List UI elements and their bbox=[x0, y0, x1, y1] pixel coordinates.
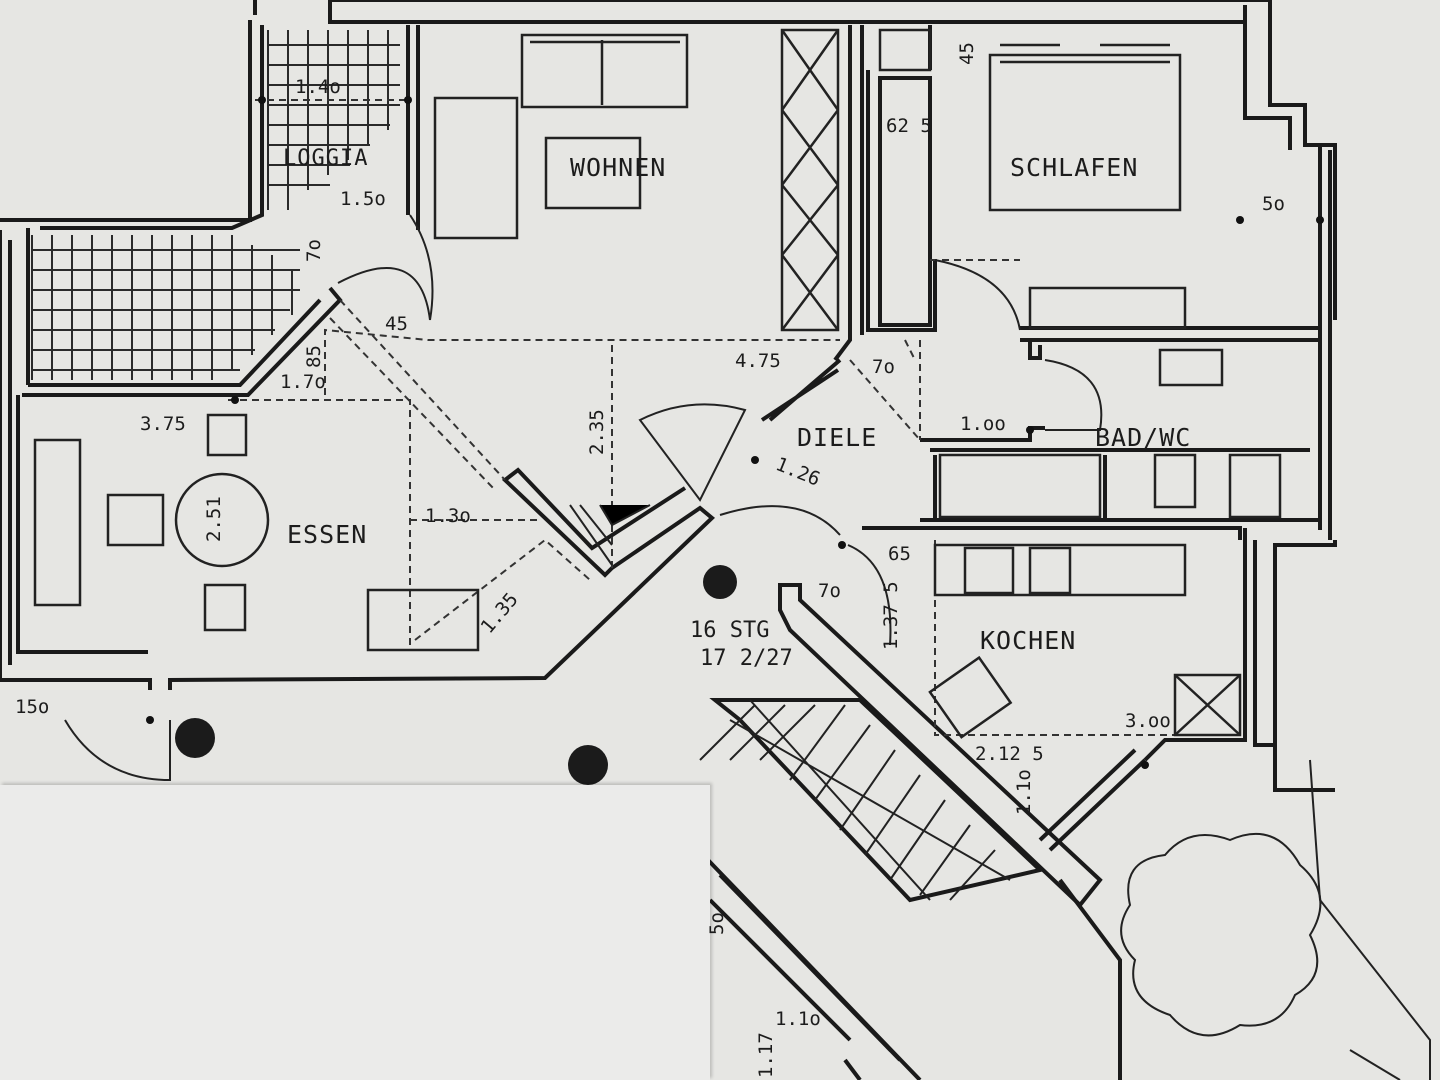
dim-living-235: 2.35 bbox=[586, 409, 608, 455]
dining-bench bbox=[33, 438, 82, 607]
kitchen-counter bbox=[933, 543, 1187, 597]
exterior-wall-left bbox=[0, 230, 152, 690]
room-label-loggia: LOGGIA bbox=[283, 146, 369, 171]
dim-bed-45: 45 bbox=[956, 42, 978, 65]
guide-lines bbox=[228, 99, 1240, 736]
coffee-table bbox=[544, 136, 642, 210]
wall-bedroom bbox=[866, 70, 937, 332]
kitchen-door-swing bbox=[847, 544, 892, 646]
exterior-wall-right-top bbox=[1268, 0, 1337, 320]
sofa bbox=[520, 33, 689, 109]
stair-core bbox=[778, 583, 1103, 908]
washbasin bbox=[1158, 348, 1224, 387]
loggia-wall-left bbox=[0, 0, 257, 222]
dim-essen-width: 3.75 bbox=[140, 413, 186, 435]
bed bbox=[988, 53, 1182, 212]
dimension-ticks bbox=[146, 96, 1324, 769]
overlay-paper-sheet bbox=[0, 785, 710, 1080]
column-1 bbox=[703, 565, 737, 599]
room-label-wohnen: WOHNEN bbox=[570, 153, 667, 182]
dim-stair-50: 5o bbox=[706, 912, 728, 935]
tree-symbol bbox=[1120, 759, 1431, 1080]
wardrobe-living bbox=[780, 28, 840, 332]
dim-entry-150: 15o bbox=[15, 696, 50, 718]
dim-door-45: 45 bbox=[385, 313, 408, 335]
kitchen-table bbox=[928, 655, 1013, 739]
dim-stair-110: 1.1o bbox=[775, 1008, 821, 1030]
room-label-schlafen: SCHLAFEN bbox=[1010, 153, 1139, 182]
furniture bbox=[33, 28, 1282, 739]
shower bbox=[1228, 453, 1282, 519]
dim-living-475: 4.75 bbox=[735, 350, 781, 372]
dim-essen-130: 1.3o bbox=[425, 505, 471, 527]
stair-treads bbox=[569, 504, 1011, 901]
loggia-door-swing bbox=[337, 267, 431, 321]
bedroom-door-swing bbox=[934, 259, 1021, 331]
wardrobe-bed bbox=[1028, 286, 1187, 330]
sideboard bbox=[366, 588, 480, 652]
dim-diele-70: 7o bbox=[872, 356, 895, 378]
dim-kitchen-300: 3.oo bbox=[1125, 710, 1171, 732]
room-label-diele: DIELE bbox=[797, 423, 878, 452]
stair-ratio: 17 2/27 bbox=[700, 646, 793, 671]
stove bbox=[963, 546, 1015, 595]
dim-stair-117: 1.17 bbox=[755, 1032, 777, 1078]
sink bbox=[1028, 546, 1072, 595]
dim-kitchen-110: 1.1o bbox=[1013, 769, 1035, 815]
dresser bbox=[878, 28, 932, 72]
column-3 bbox=[568, 745, 608, 785]
dim-essen-170: 1.7o bbox=[280, 371, 326, 393]
dim-loggia-depth: 1.5o bbox=[340, 188, 386, 210]
dim-loggia-width: 1.4o bbox=[295, 76, 341, 98]
loggia-tiles bbox=[31, 30, 400, 380]
entry-door-swing bbox=[719, 505, 841, 536]
diele-door-swing bbox=[638, 403, 747, 502]
loggia-wall-right bbox=[406, 25, 420, 230]
room-label-essen: ESSEN bbox=[287, 520, 368, 549]
stair-step-count: 16 STG bbox=[690, 618, 770, 643]
chair-2 bbox=[106, 493, 165, 547]
bathtub bbox=[938, 453, 1102, 519]
exterior-wall-top bbox=[328, 0, 1270, 24]
column-2 bbox=[175, 718, 215, 758]
fridge bbox=[1173, 673, 1242, 737]
room-label-bad-wc: BAD/WC bbox=[1095, 423, 1192, 452]
door-swings bbox=[64, 214, 1103, 782]
room-label-kochen: KOCHEN bbox=[980, 626, 1077, 655]
dim-kitchen-2125: 2.12 5 bbox=[975, 743, 1044, 765]
wall-living-bedroom bbox=[833, 25, 864, 362]
dim-bad-100: 1.oo bbox=[960, 413, 1006, 435]
dim-kitchen-1375: 1.37 5 bbox=[880, 581, 902, 650]
dining-table bbox=[174, 472, 270, 568]
main-door-swing bbox=[64, 719, 171, 782]
toilet bbox=[1153, 453, 1197, 509]
dim-loggia-wall: 7o bbox=[303, 239, 325, 262]
dim-kitchen-65: 65 bbox=[888, 543, 911, 565]
chair-3 bbox=[203, 583, 247, 632]
dim-bed-625: 62 5 bbox=[886, 115, 932, 137]
columns bbox=[175, 565, 737, 785]
dim-essen-diameter: 2.51 bbox=[203, 496, 225, 542]
dim-bed-50: 5o bbox=[1262, 193, 1285, 215]
dim-essen-85: 85 bbox=[303, 345, 325, 368]
armchair bbox=[433, 96, 519, 240]
chair-1 bbox=[206, 413, 248, 457]
bath-door-swing bbox=[1044, 359, 1103, 431]
dim-kitchen-70: 7o bbox=[818, 580, 841, 602]
